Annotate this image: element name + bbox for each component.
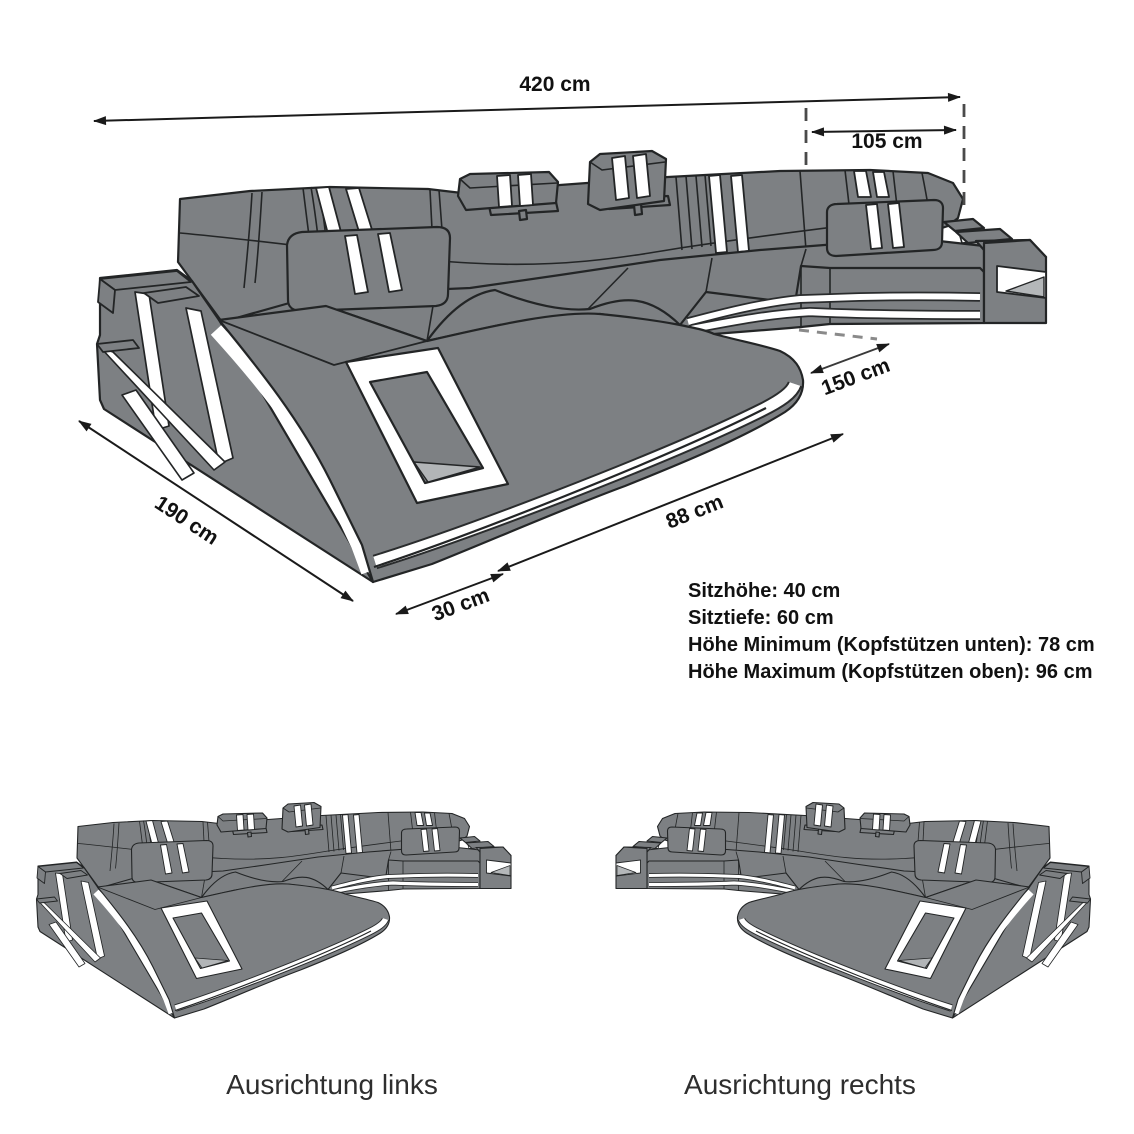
svg-text:105 cm: 105 cm xyxy=(851,130,922,153)
svg-text:Höhe Maximum (Kopfstützen oben: Höhe Maximum (Kopfstützen oben): 96 cm xyxy=(688,661,1092,683)
svg-text:Ausrichtung rechts: Ausrichtung rechts xyxy=(684,1069,916,1100)
svg-text:190 cm: 190 cm xyxy=(150,491,222,549)
svg-text:Sitztiefe: 60 cm: Sitztiefe: 60 cm xyxy=(688,607,834,629)
svg-text:Ausrichtung links: Ausrichtung links xyxy=(226,1069,438,1100)
svg-text:420 cm: 420 cm xyxy=(519,73,590,96)
svg-text:88 cm: 88 cm xyxy=(663,490,727,533)
svg-text:Höhe Minimum (Kopfstützen unte: Höhe Minimum (Kopfstützen unten): 78 cm xyxy=(688,634,1095,656)
svg-text:150 cm: 150 cm xyxy=(818,354,893,400)
svg-text:Sitzhöhe: 40 cm: Sitzhöhe: 40 cm xyxy=(688,580,840,602)
